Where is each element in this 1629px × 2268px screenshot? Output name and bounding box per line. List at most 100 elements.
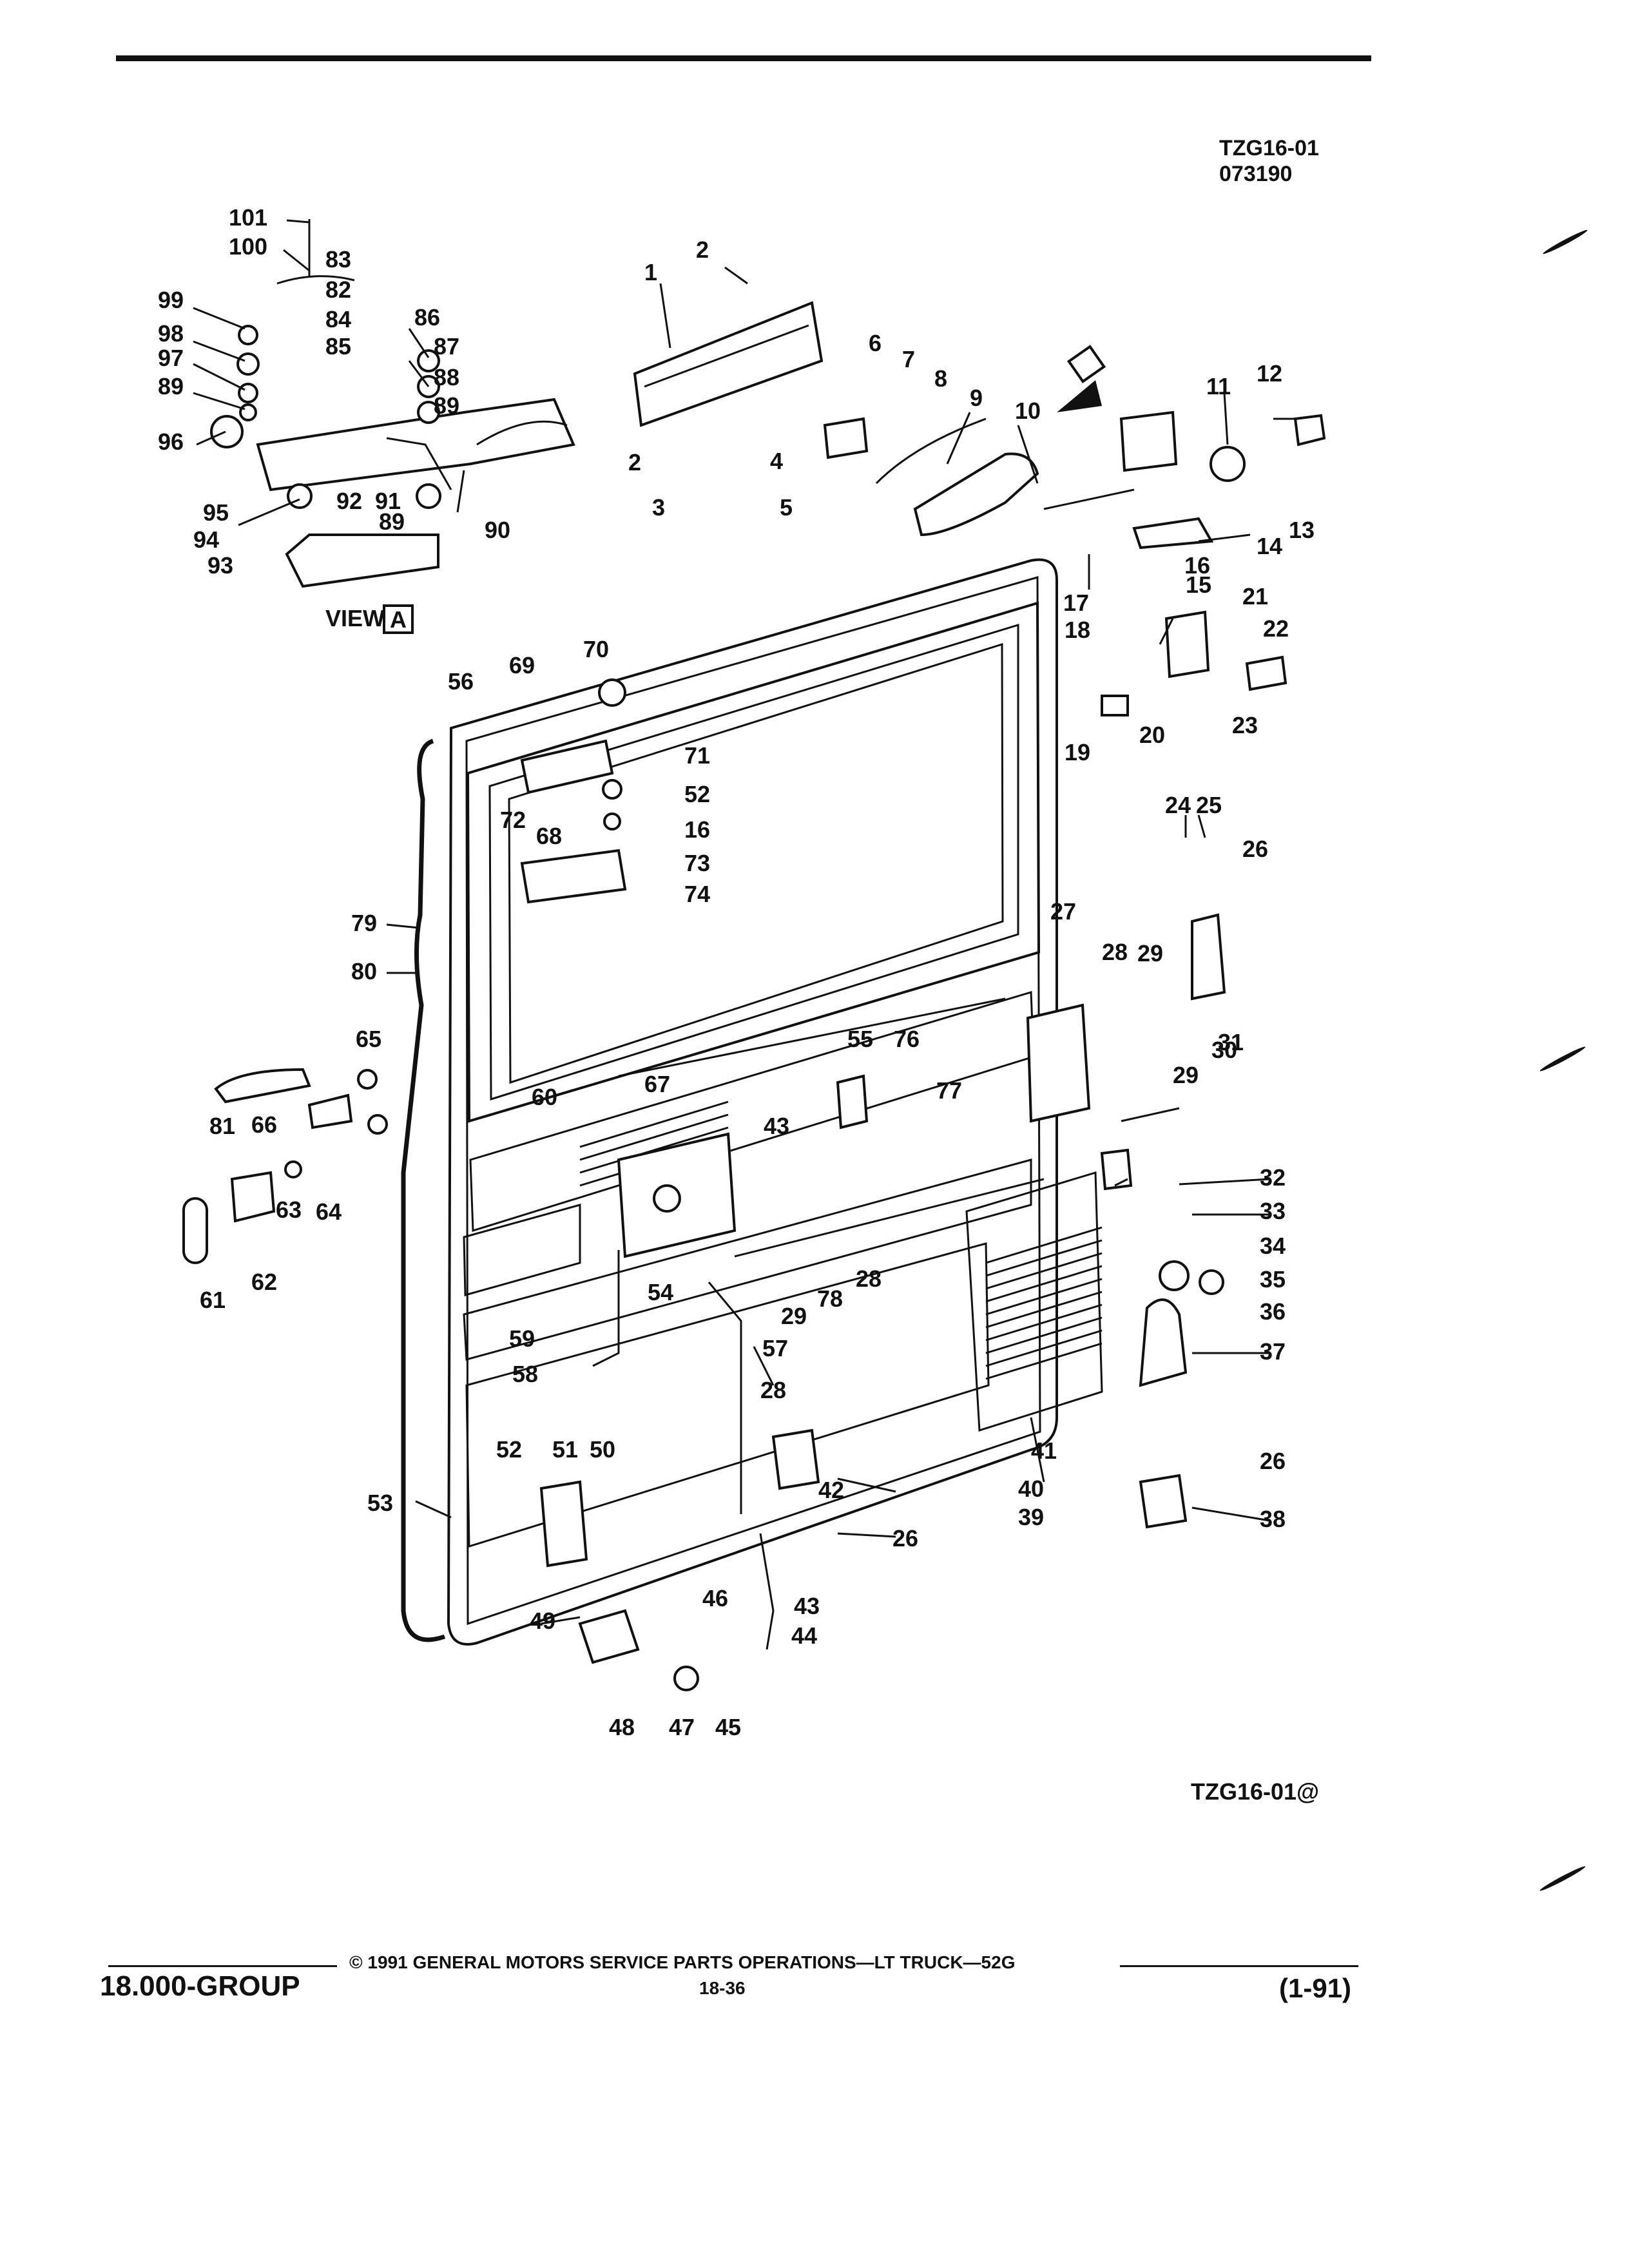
callout-63: 63: [276, 1196, 302, 1223]
inner-mechanisms: [182, 678, 1045, 1691]
callout-100: 100: [229, 233, 267, 260]
callout-36: 36: [1260, 1298, 1286, 1325]
callout-40: 40: [1018, 1475, 1044, 1502]
callout-35: 35: [1260, 1266, 1286, 1293]
callout-67: 67: [644, 1071, 670, 1097]
callout-48: 48: [609, 1714, 635, 1740]
view-a-letter: A: [390, 606, 407, 633]
callout-34: 34: [1260, 1233, 1286, 1259]
callout-28: 28: [760, 1377, 786, 1403]
view-a-arrow-box: [1066, 345, 1106, 383]
callout-29: 29: [781, 1303, 807, 1329]
view-a-arrow: [1057, 380, 1102, 412]
view-a-label: VIEW: [325, 605, 385, 631]
callout-49: 49: [530, 1608, 555, 1634]
callout-82: 82: [325, 276, 351, 303]
callout-79: 79: [351, 910, 377, 936]
callout-71: 71: [684, 742, 710, 769]
callout-52: 52: [684, 781, 710, 807]
callout-43: 43: [764, 1113, 789, 1139]
callout-21: 21: [1242, 583, 1268, 610]
figure-footer-id: TZG16-01@: [1191, 1778, 1319, 1805]
callout-81: 81: [209, 1113, 235, 1139]
callout-29: 29: [1173, 1062, 1199, 1088]
callout-24: 24: [1165, 792, 1191, 818]
callout-53: 53: [367, 1490, 393, 1516]
callout-46: 46: [702, 1585, 728, 1611]
callout-87: 87: [434, 333, 459, 360]
callout-58: 58: [512, 1361, 538, 1387]
callout-45: 45: [715, 1714, 741, 1740]
callout-56: 56: [448, 668, 474, 695]
view-a-box: [383, 604, 414, 634]
callout-83: 83: [325, 246, 351, 273]
callout-64: 64: [316, 1198, 342, 1225]
callout-38: 38: [1260, 1506, 1286, 1532]
callout-7: 7: [902, 346, 915, 372]
callout-65: 65: [356, 1026, 381, 1052]
callout-28: 28: [1102, 939, 1128, 965]
right-side-parts: [1026, 610, 1287, 1529]
diagram-artwork: [182, 219, 1326, 1691]
callout-93: 93: [207, 552, 233, 579]
callout-12: 12: [1257, 360, 1282, 387]
door-panel: [401, 558, 1103, 1646]
callout-2: 2: [696, 236, 709, 263]
upper-track-assembly: [633, 301, 1326, 550]
callout-69: 69: [509, 652, 535, 678]
callout-86: 86: [414, 304, 440, 331]
callout-74: 74: [684, 881, 710, 907]
leader-lines: [193, 219, 1295, 1625]
callout-73: 73: [684, 850, 710, 876]
callout-89: 89: [379, 508, 405, 535]
callout-3: 3: [652, 494, 665, 521]
callout-78: 78: [817, 1285, 843, 1312]
top-rule: [116, 55, 1371, 61]
callout-80: 80: [351, 958, 377, 985]
callout-2: 2: [628, 449, 641, 476]
callout-98: 98: [158, 320, 184, 347]
callout-88: 88: [434, 364, 459, 390]
callout-101: 101: [229, 204, 267, 231]
figure-id: TZG16-01: [1219, 136, 1319, 160]
callout-30: 30: [1211, 1037, 1237, 1063]
callout-72: 72: [500, 807, 526, 833]
callout-28: 28: [856, 1265, 882, 1292]
callout-41: 41: [1031, 1437, 1057, 1464]
callout-99: 99: [158, 287, 184, 313]
callout-18: 18: [1065, 617, 1090, 643]
callout-20: 20: [1139, 722, 1165, 748]
callout-70: 70: [583, 636, 609, 662]
callout-15: 15: [1186, 572, 1211, 598]
callout-92: 92: [336, 488, 362, 514]
callout-44: 44: [791, 1622, 817, 1649]
callout-9: 9: [970, 385, 983, 411]
callout-95: 95: [203, 499, 229, 526]
callout-59: 59: [509, 1325, 535, 1352]
callout-26: 26: [1260, 1448, 1286, 1474]
footer-page: 18-36: [699, 1978, 746, 1998]
callout-94: 94: [193, 526, 219, 553]
callout-47: 47: [669, 1714, 695, 1740]
callout-5: 5: [780, 494, 793, 521]
callout-51: 51: [552, 1436, 578, 1463]
callout-89: 89: [158, 373, 184, 399]
callout-33: 33: [1260, 1198, 1286, 1224]
callout-85: 85: [325, 333, 351, 360]
callout-90: 90: [485, 517, 510, 543]
callout-68: 68: [536, 823, 562, 849]
footer-group: 18.000-GROUP: [100, 1970, 300, 2002]
callout-57: 57: [762, 1335, 788, 1361]
callout-16: 16: [1184, 552, 1210, 579]
callout-96: 96: [158, 428, 184, 455]
callout-25: 25: [1196, 792, 1222, 818]
callout-77: 77: [936, 1077, 962, 1104]
callout-91: 91: [375, 488, 401, 514]
callout-16: 16: [684, 816, 710, 843]
callout-55: 55: [847, 1026, 873, 1052]
callout-89: 89: [434, 392, 459, 419]
callout-32: 32: [1260, 1164, 1286, 1191]
